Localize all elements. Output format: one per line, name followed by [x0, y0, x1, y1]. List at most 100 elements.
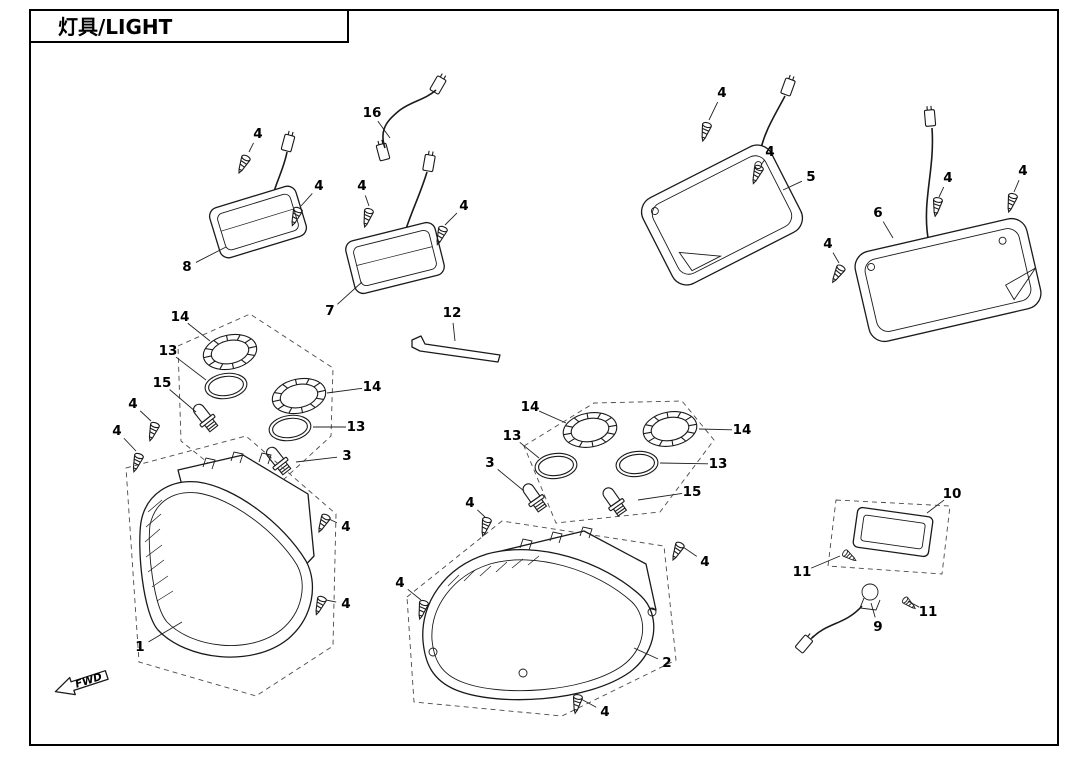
screw-icon	[129, 451, 145, 474]
callout-leader-4	[1013, 180, 1020, 193]
callout-4: 4	[341, 596, 350, 612]
callout-4: 4	[395, 575, 404, 591]
callout-14: 14	[363, 379, 382, 395]
callout-13: 13	[159, 343, 178, 359]
callout-leader-2	[633, 647, 659, 660]
part-16-wire-harness	[374, 71, 449, 162]
callout-leader-4	[248, 142, 254, 153]
callout-leader-11	[907, 600, 920, 608]
retaining-ring-icon	[559, 408, 621, 452]
screw-icon	[311, 594, 328, 617]
callout-leader-14	[187, 322, 211, 342]
page-title: 灯具/LIGHT	[58, 15, 173, 39]
callout-leader-13	[175, 356, 207, 381]
callout-leader-15	[169, 389, 197, 413]
callout-2: 2	[662, 655, 671, 671]
callout-4: 4	[253, 126, 262, 142]
o-ring-icon	[614, 448, 660, 480]
bulb-icon	[517, 479, 550, 515]
screw-icon	[668, 540, 686, 563]
callout-12: 12	[443, 305, 462, 321]
callout-leader-4	[682, 546, 697, 557]
o-ring-icon	[533, 450, 579, 482]
bulb-icon	[597, 483, 630, 519]
bulb-group-right	[517, 400, 715, 524]
callout-13: 13	[347, 419, 366, 435]
o-ring-icon	[202, 370, 250, 402]
callout-15: 15	[683, 484, 702, 500]
part-10-license-plate-lamp	[794, 499, 951, 654]
callout-3: 3	[485, 455, 494, 471]
screw-icon	[900, 595, 918, 612]
callout-4: 4	[823, 236, 832, 252]
callout-9: 9	[873, 619, 882, 635]
callout-leader-4	[123, 437, 137, 452]
callout-4: 4	[700, 554, 709, 570]
callout-leader-4	[760, 159, 765, 166]
part-5-tail-lamp	[640, 73, 804, 286]
bulb-group-left	[177, 313, 334, 504]
callout-4: 4	[357, 178, 366, 194]
o-ring-icon	[266, 412, 314, 444]
callout-10: 10	[943, 486, 962, 502]
callout-5: 5	[806, 169, 815, 185]
callout-leader-14	[698, 428, 733, 431]
part-8-position-lamp	[208, 129, 308, 259]
part-12-adjuster-rod	[411, 335, 501, 363]
callout-leader-4	[444, 212, 458, 226]
callout-leader-12	[452, 322, 456, 342]
screw-icon	[234, 153, 252, 176]
callout-leader-4	[477, 509, 486, 518]
callout-leader-4	[364, 195, 370, 207]
callout-leader-3	[497, 469, 525, 492]
part-7-position-lamp	[345, 149, 449, 295]
screw-icon	[1003, 192, 1019, 214]
callout-16: 16	[363, 105, 382, 121]
callout-leader-11	[811, 555, 841, 569]
screw-icon	[828, 263, 847, 286]
callout-4: 4	[128, 396, 137, 412]
callout-leader-10	[926, 499, 945, 514]
callout-13: 13	[709, 456, 728, 472]
fwd-arrow: FWD	[54, 670, 109, 696]
callout-7: 7	[325, 303, 334, 319]
callout-14: 14	[521, 399, 540, 415]
screw-icon	[145, 420, 161, 443]
connector-icon	[429, 71, 449, 95]
callout-leader-16	[377, 120, 391, 139]
screw-icon	[930, 196, 944, 218]
connector-icon	[794, 631, 817, 654]
part-9-bulb-socket	[794, 583, 881, 654]
callout-leader-14	[326, 387, 363, 394]
callout-leader-4	[708, 101, 719, 121]
callout-11: 11	[919, 604, 938, 620]
callout-leader-4	[328, 518, 338, 524]
callout-4: 4	[1018, 163, 1027, 179]
callout-4: 4	[341, 519, 350, 535]
callout-leader-1	[148, 621, 183, 643]
callout-3: 3	[342, 448, 351, 464]
part-1-headlight-assembly	[125, 420, 337, 697]
fwd-label: FWD	[74, 671, 104, 691]
callout-4: 4	[465, 495, 474, 511]
callout-leader-8	[195, 246, 227, 263]
callout-1: 1	[135, 639, 144, 655]
callout-4: 4	[717, 85, 726, 101]
connector-icon	[374, 138, 391, 162]
callout-leader-7	[337, 281, 363, 305]
bulb-icon	[188, 399, 222, 435]
connector-icon	[422, 149, 437, 173]
callout-leader-6	[882, 221, 894, 239]
callout-4: 4	[314, 178, 323, 194]
callout-14: 14	[733, 422, 752, 438]
callout-leader-4	[325, 599, 337, 603]
callout-leader-13	[659, 462, 709, 465]
part-6-tail-lamp	[828, 105, 1042, 343]
callout-11: 11	[793, 564, 812, 580]
callout-leader-13	[519, 441, 540, 459]
callout-13: 13	[503, 428, 522, 444]
connector-icon	[923, 105, 937, 127]
callout-leader-4	[300, 193, 313, 207]
